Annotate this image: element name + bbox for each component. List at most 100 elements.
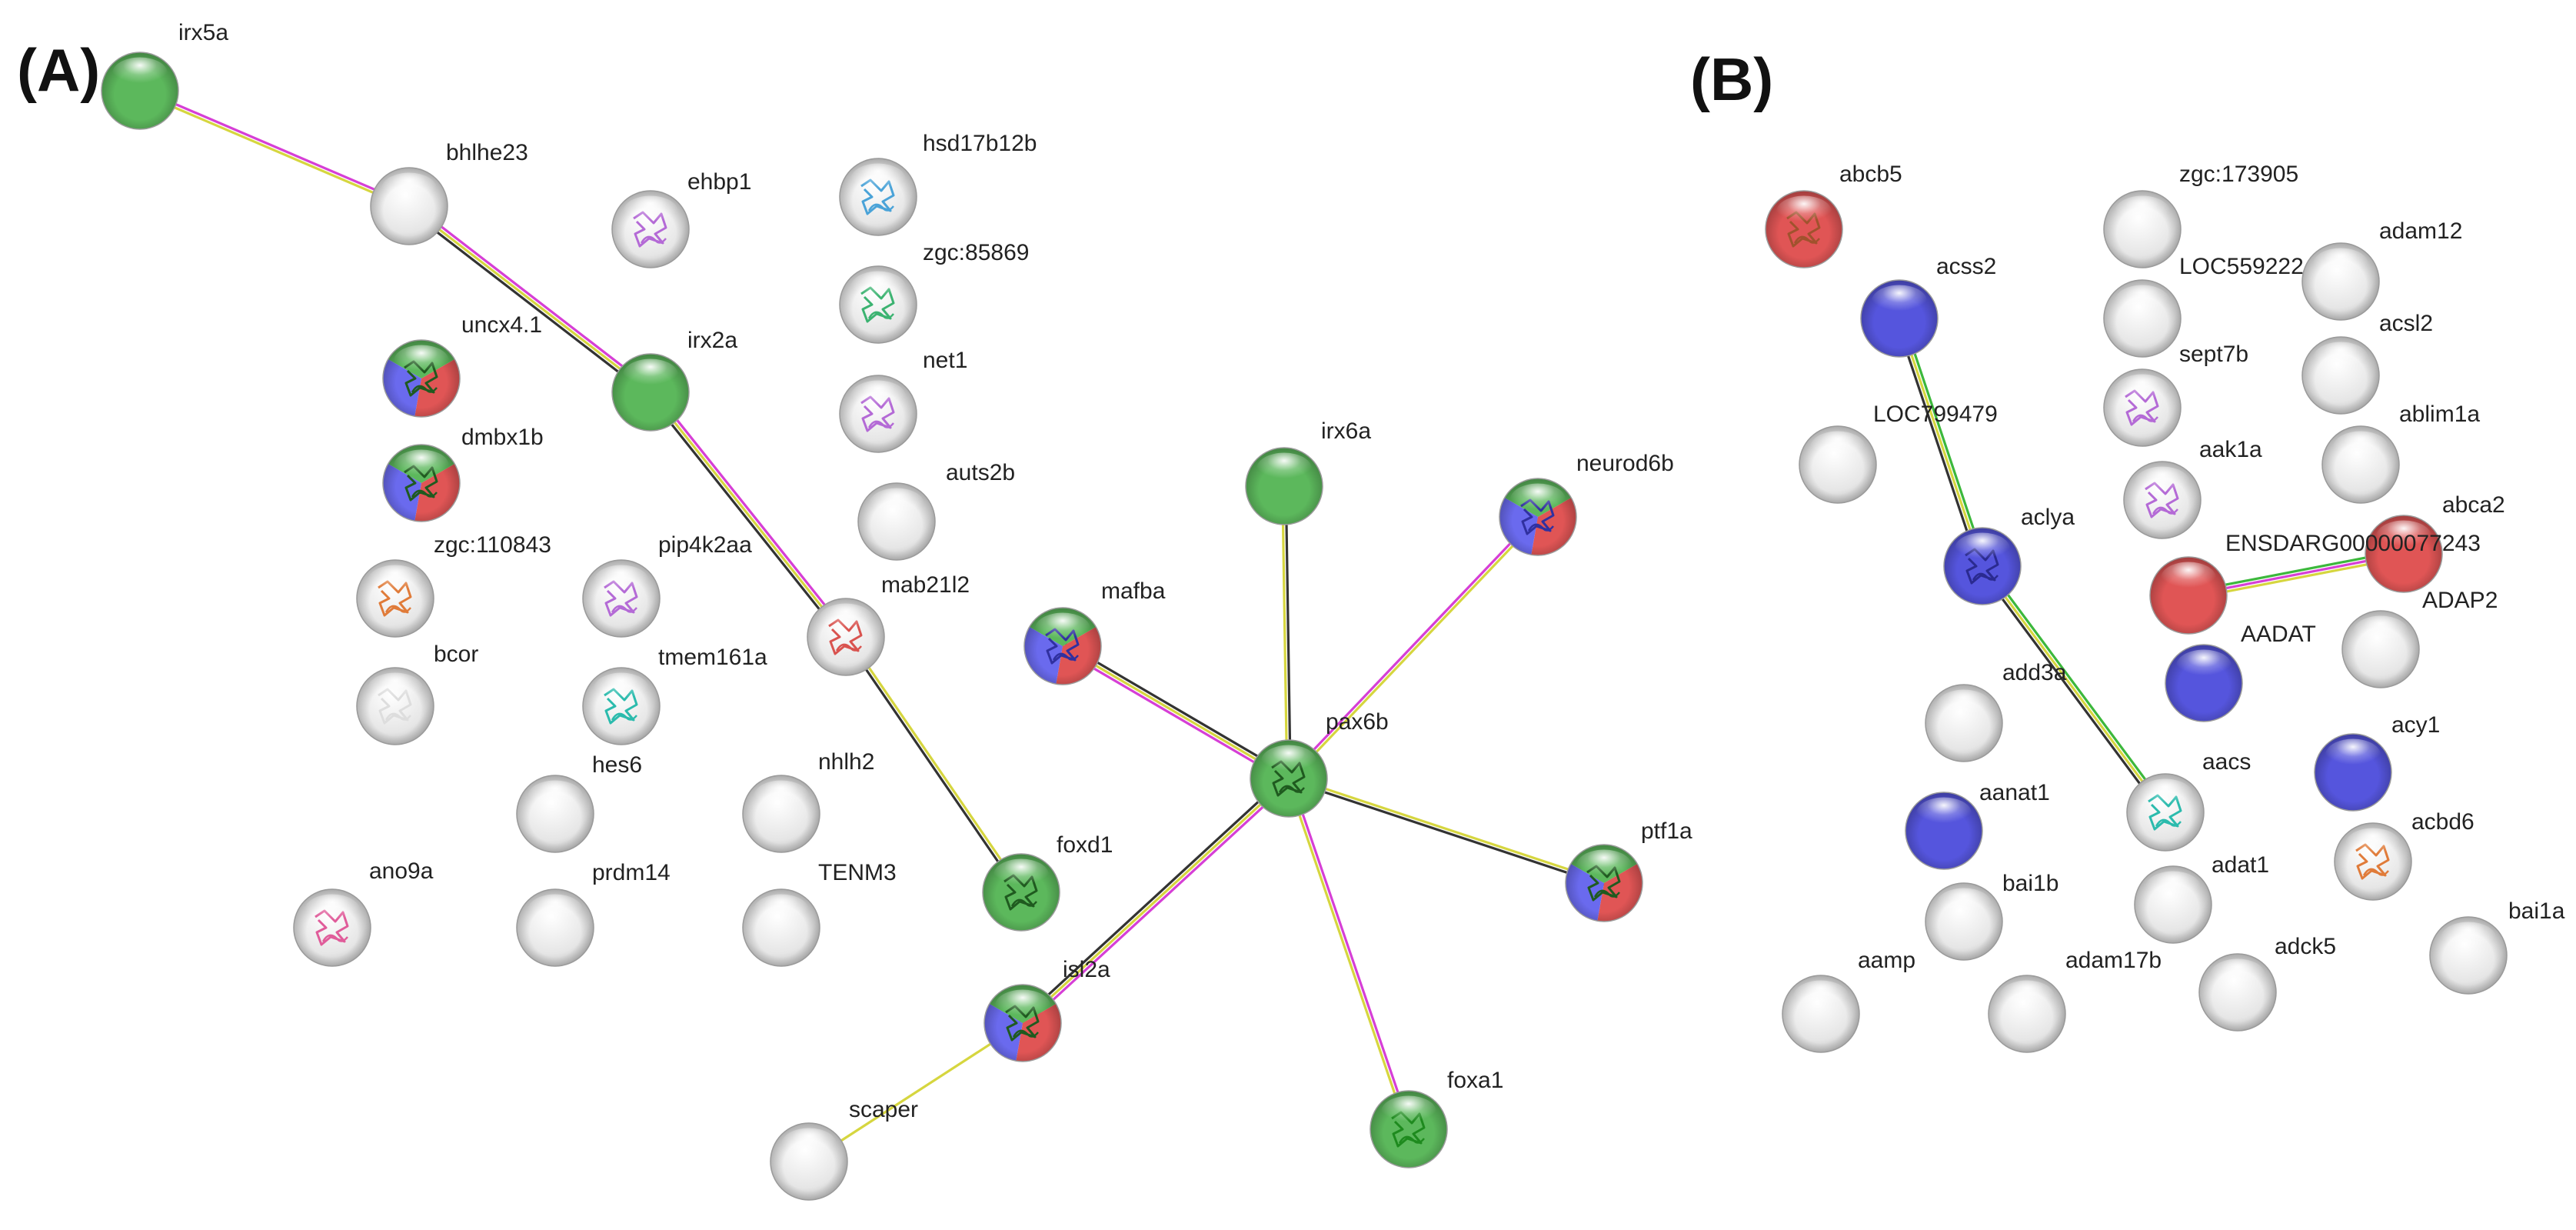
node-abca2[interactable] xyxy=(2365,515,2443,593)
node-irx6a[interactable] xyxy=(1245,447,1323,525)
node-aak1a[interactable] xyxy=(2123,461,2202,539)
node-bcor[interactable] xyxy=(356,667,434,745)
node-prdm14[interactable] xyxy=(516,888,594,967)
node-label-aamp: aamp xyxy=(1858,948,1915,973)
edge-evidence-line xyxy=(1978,567,2164,816)
node-loc559222[interactable] xyxy=(2103,279,2182,358)
node-fill xyxy=(517,775,594,852)
node-fill xyxy=(2127,774,2204,851)
node-foxd1[interactable] xyxy=(982,853,1060,932)
node-pip4k2aa[interactable] xyxy=(582,559,661,638)
node-zgc85869[interactable] xyxy=(839,265,917,344)
node-fill xyxy=(983,854,1060,931)
node-add3a[interactable] xyxy=(1925,684,2003,762)
node-acbd6[interactable] xyxy=(2334,822,2412,901)
node-loc799479[interactable] xyxy=(1799,425,1877,504)
edge-evidence-line xyxy=(1019,775,1288,1022)
node-foxa1[interactable] xyxy=(1370,1090,1448,1168)
node-dmbx1b[interactable] xyxy=(380,442,463,525)
edge-evidence-line xyxy=(1021,777,1290,1025)
node-tenm3[interactable] xyxy=(742,888,820,967)
edge-aclya-aacs xyxy=(1978,562,2170,816)
node-acsl2[interactable] xyxy=(2301,336,2380,415)
node-label-adat1: adat1 xyxy=(2212,852,2269,878)
node-ptf1a[interactable] xyxy=(1563,842,1646,925)
node-fill xyxy=(583,668,660,745)
node-fill xyxy=(2430,917,2507,994)
node-fill xyxy=(1246,448,1323,525)
node-ablim1a[interactable] xyxy=(2321,425,2400,504)
node-fill xyxy=(2104,280,2181,357)
node-label-irx2a: irx2a xyxy=(687,328,737,353)
edge-pax6b-isl2a xyxy=(1019,775,1293,1027)
node-abcb5[interactable] xyxy=(1765,190,1843,268)
node-ensdarg[interactable] xyxy=(2149,556,2228,635)
node-fill xyxy=(1799,426,1876,503)
node-pax6b[interactable] xyxy=(1250,739,1328,818)
node-aclya[interactable] xyxy=(1943,527,2022,605)
node-bai1a[interactable] xyxy=(2429,916,2508,995)
node-fill xyxy=(1925,883,2002,960)
edge-evidence-line xyxy=(1288,775,1606,883)
labels-layer: irx5abhlhe23ehbp1hsd17b12bzgc:85869net1a… xyxy=(178,20,2565,1122)
edge-evidence-line xyxy=(1286,778,1605,886)
node-mab21l2[interactable] xyxy=(807,598,885,676)
node-irx5a[interactable] xyxy=(101,52,179,130)
node-fill xyxy=(840,375,917,452)
node-fill xyxy=(1905,792,1982,869)
node-label-bcor: bcor xyxy=(434,642,478,667)
node-fill xyxy=(840,266,917,343)
node-zgc110843[interactable] xyxy=(356,559,434,638)
node-adam12[interactable] xyxy=(2301,242,2380,321)
node-nhlh2[interactable] xyxy=(742,775,820,853)
node-fill xyxy=(743,889,820,966)
edge-acss2-aclya xyxy=(1895,315,1987,569)
node-fill xyxy=(1861,280,1938,357)
edge-evidence-line xyxy=(139,88,411,206)
node-hes6[interactable] xyxy=(516,775,594,853)
node-acy1[interactable] xyxy=(2314,733,2392,812)
node-label-aanat1: aanat1 xyxy=(1979,780,2050,805)
node-zgc173905[interactable] xyxy=(2103,190,2182,268)
node-net1[interactable] xyxy=(839,375,917,453)
node-ehbp1[interactable] xyxy=(611,190,690,268)
node-uncx41[interactable] xyxy=(380,337,463,420)
edge-evidence-line xyxy=(1023,779,1293,1027)
node-fill xyxy=(294,889,371,966)
node-fill xyxy=(383,445,460,522)
node-aanat1[interactable] xyxy=(1905,792,1983,870)
node-adam17b[interactable] xyxy=(1988,975,2066,1053)
node-tmem161a[interactable] xyxy=(582,667,661,745)
node-label-ensdarg: ENSDARG00000077243 xyxy=(2225,531,2481,556)
node-bai1b[interactable] xyxy=(1925,882,2003,961)
node-hsd17b12b[interactable] xyxy=(839,158,917,236)
node-label-scaper: scaper xyxy=(849,1097,918,1122)
node-fill xyxy=(1250,740,1327,817)
node-aacs[interactable] xyxy=(2126,773,2205,852)
node-ano9a[interactable] xyxy=(293,888,371,967)
node-sept7b[interactable] xyxy=(2103,368,2182,447)
node-adap2[interactable] xyxy=(2341,610,2420,688)
node-irx2a[interactable] xyxy=(611,353,690,432)
node-auts2b[interactable] xyxy=(857,482,936,561)
node-adck5[interactable] xyxy=(2198,953,2277,1032)
node-fill xyxy=(2365,515,2442,592)
node-mafba[interactable] xyxy=(1021,605,1104,688)
node-aadat[interactable] xyxy=(2165,644,2243,722)
node-label-ptf1a: ptf1a xyxy=(1641,818,1692,844)
node-acss2[interactable] xyxy=(1860,279,1939,358)
node-label-acsl2: acsl2 xyxy=(2379,311,2433,336)
node-bhlhe23[interactable] xyxy=(370,167,448,245)
node-label-auts2b: auts2b xyxy=(946,460,1015,485)
node-label-foxd1: foxd1 xyxy=(1057,832,1113,858)
node-adat1[interactable] xyxy=(2134,865,2212,944)
edge-evidence-line xyxy=(405,207,650,397)
node-fill xyxy=(383,340,460,417)
node-isl2a[interactable] xyxy=(981,982,1064,1065)
node-aamp[interactable] xyxy=(1782,975,1860,1053)
edge-irx2a-mab21l2 xyxy=(646,388,850,641)
node-label-dmbx1b: dmbx1b xyxy=(461,425,544,450)
node-label-foxa1: foxa1 xyxy=(1447,1068,1503,1093)
node-scaper[interactable] xyxy=(770,1122,848,1201)
node-fill xyxy=(743,775,820,852)
